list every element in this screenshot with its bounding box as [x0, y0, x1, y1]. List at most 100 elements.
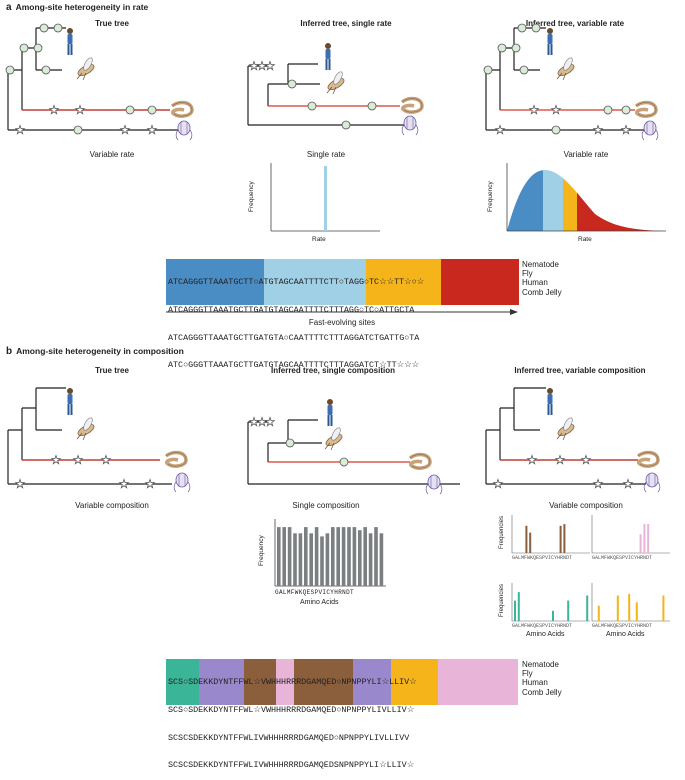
panel-b-tree1-title: True tree — [95, 366, 129, 375]
single-rate-bar — [324, 166, 327, 231]
rate-seq-comb-jelly: ATC○GGGTTAAATGCTTGATGTAGCAATTTTCTTTAGGAT… — [168, 360, 420, 371]
panel-a-variable-rate-tree — [485, 27, 645, 131]
panel-a-true-tree — [7, 27, 180, 131]
single-composition-bar — [379, 533, 384, 586]
fast-evolving-label: Fast-evolving sites — [308, 318, 376, 327]
single-composition-chart — [274, 519, 386, 587]
rate-seq-nematode: ATCAGGGTTAAATGCTT○ATGTAGCAATTTTCTT○TAGG○… — [168, 277, 425, 288]
figure-graphics — [5, 23, 670, 705]
taxon-nematode: Nematode — [522, 260, 559, 269]
variable-composition-xlabel: Amino Acids — [526, 631, 565, 638]
variable-composition-ticks: GALMFWKQESPVICYHRNDT — [592, 555, 653, 561]
panel-a-tree1-caption: Variable rate — [89, 150, 135, 159]
rate-category-medium-slow — [543, 170, 563, 231]
single-composition-bar — [314, 527, 319, 586]
panel-a-tree3-title: Inferred tree, variable rate — [525, 19, 625, 28]
single-composition-bar — [341, 527, 346, 586]
variable-composition-bar — [559, 525, 562, 553]
variable-composition-bar — [635, 602, 638, 621]
variable-composition-bar — [628, 593, 631, 621]
taxon-comb-jelly: Comb Jelly — [522, 287, 562, 297]
comp-seq-comb-jelly: SCSCSDEKKDYNTFFWLIVWHHHRRRDGAMQEDSNPNPPY… — [168, 760, 415, 771]
composition-taxa: Nematode Fly Human Comb Jelly — [522, 660, 562, 697]
variable-composition-ylabel: Frequencies — [499, 515, 505, 549]
panel-b-variable-composition-tree — [485, 387, 646, 485]
variable-rate-ylabel: Frequency — [487, 181, 494, 212]
taxon-fly: Fly — [522, 269, 533, 279]
panel-b-tree3-title: Inferred tree, variable composition — [514, 366, 646, 375]
single-composition-ylabel: Frequency — [258, 535, 265, 566]
single-composition-bar — [368, 533, 373, 586]
single-composition-bar — [374, 527, 378, 586]
variable-composition-bar — [567, 600, 570, 621]
comp-taxon-comb-jelly: Comb Jelly — [522, 687, 562, 697]
fast-evolving-arrow — [166, 309, 518, 315]
single-composition-bar — [352, 527, 357, 586]
variable-composition-xlabel: Amino Acids — [606, 631, 645, 638]
variable-composition-bar — [525, 525, 528, 553]
variable-composition-title: Variable composition — [549, 501, 623, 510]
variable-composition-bar — [616, 595, 619, 621]
single-rate-title: Single rate — [306, 150, 346, 159]
comp-taxon-human: Human — [522, 678, 548, 688]
variable-composition-charts — [511, 515, 670, 622]
rate-seq-fly: ATCAGGGTTAAATGCTTGATGTAGCAATTTTCTTTAGG○T… — [168, 305, 415, 316]
single-composition-bar — [331, 527, 335, 586]
single-composition-bar — [287, 527, 292, 586]
panel-b-single-composition-tree-marks — [249, 399, 443, 495]
panel-b-tree2-title: Inferred tree, single composition — [270, 366, 396, 375]
variable-composition-bar — [597, 605, 600, 621]
single-composition-bar — [309, 533, 313, 586]
panel-a-tree2-title: Inferred tree, single rate — [300, 19, 392, 28]
panel-b-single-composition-tree — [247, 419, 460, 485]
variable-composition-bar — [643, 524, 646, 553]
single-composition-bar — [363, 527, 367, 586]
comp-taxon-fly: Fly — [522, 669, 533, 679]
panel-a-single-rate-tree-marks — [249, 43, 424, 136]
variable-composition-bar — [662, 595, 665, 621]
variable-composition-bar — [563, 524, 566, 553]
comp-seq-human: SCSCSDEKKDYNTFFWLIVWHHHRRRDGAMQED○NPNPPY… — [168, 732, 410, 743]
single-composition-title: Single composition — [292, 501, 360, 510]
variable-composition-ticks: GALMFWKQESPVICYHRNDT — [512, 623, 573, 629]
variable-composition-bar — [514, 600, 516, 621]
variable-rate-xlabel: Rate — [578, 236, 592, 243]
composition-alignment: SCS○SDEKKDYNTFFWL☆VWHHHRRRDGAMQED○NPNPPY… — [168, 660, 417, 780]
variable-composition-ticks: GALMFWKQESPVICYHRNDT — [512, 555, 573, 561]
single-rate-ylabel: Frequency — [248, 181, 255, 212]
single-composition-ticks: GALMFWKQESPVICYHRNDT — [275, 589, 355, 596]
rate-category-slow — [507, 170, 543, 231]
single-composition-bar — [277, 527, 281, 586]
rate-category-medium-fast — [563, 170, 577, 231]
panel-a-tree1-title: True tree — [95, 19, 129, 28]
single-composition-bar — [282, 527, 286, 586]
taxon-human: Human — [522, 278, 548, 288]
variable-composition-ticks: GALMFWKQESPVICYHRNDT — [592, 623, 653, 629]
variable-composition-bar — [517, 592, 520, 621]
single-composition-bar — [304, 527, 308, 586]
panel-b-variable-composition-tree-marks — [493, 388, 661, 493]
rate-category-fast — [577, 170, 664, 231]
variable-composition-bar — [586, 595, 589, 621]
variable-composition-bar — [639, 534, 642, 553]
single-composition-bar — [336, 527, 340, 586]
variable-composition-bar — [552, 610, 554, 621]
variable-composition-ylabel: Frequencies — [499, 583, 505, 617]
single-rate-chart — [270, 163, 380, 232]
rate-alignment-bg — [166, 259, 519, 305]
panel-b-true-tree — [7, 387, 172, 485]
single-composition-bar — [347, 527, 351, 586]
single-composition-bar — [320, 536, 324, 586]
rate-taxa: Nematode Fly Human Comb Jelly — [522, 260, 562, 297]
single-rate-xlabel: Rate — [312, 236, 326, 243]
variable-rate-chart — [506, 163, 666, 232]
panel-b-tree1-caption: Variable composition — [75, 501, 149, 510]
composition-alignment-bg — [166, 659, 518, 705]
single-composition-bar — [293, 533, 297, 586]
rate-seq-human: ATCAGGGTTAAATGCTTGATGTA○CAATTTTCTTTAGGAT… — [168, 332, 420, 343]
variable-rate-title: Variable rate — [563, 150, 609, 159]
single-composition-xlabel: Amino Acids — [300, 599, 339, 606]
single-composition-bar — [358, 530, 362, 586]
